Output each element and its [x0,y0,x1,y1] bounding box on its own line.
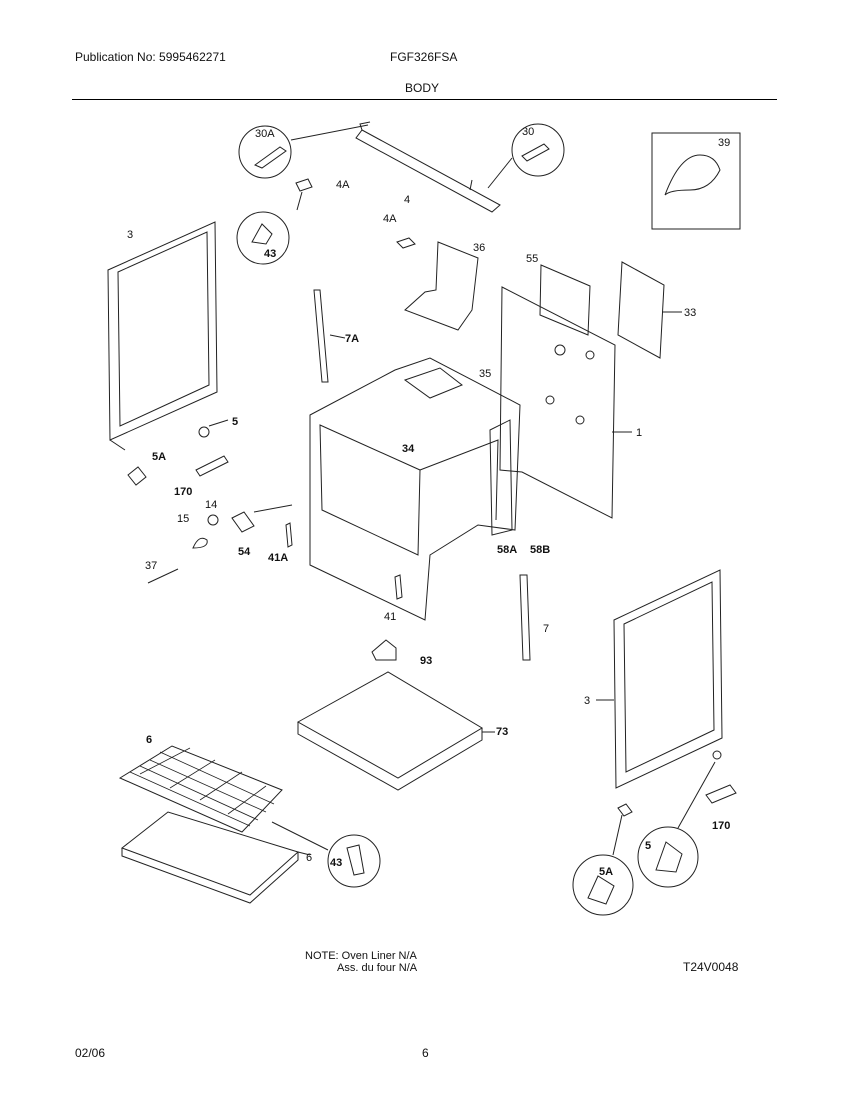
callout-43-top-circle [236,211,290,265]
label-170-right: 170 [712,820,730,832]
label-37: 37 [145,560,157,572]
label-15: 15 [177,513,189,525]
label-43-bottom: 43 [330,857,342,869]
hinge-7a [313,289,329,383]
label-41: 41 [384,611,396,623]
hinge-7 [519,574,531,661]
callout-30-circle [511,123,565,177]
section-title: BODY [405,81,440,95]
header-rule [72,99,777,100]
back-panel [499,286,616,519]
footer-date: 02/06 [75,1046,106,1060]
note-line-2: Ass. du four N/A [337,962,418,974]
label-30a: 30A [255,128,275,140]
label-6-top: 6 [146,734,152,746]
label-1: 1 [636,427,642,439]
part-36 [404,241,479,331]
callout-5-right-circle [637,826,699,888]
label-93: 93 [420,655,432,667]
callout-39-box [651,132,741,230]
publication-number: Publication No: 5995462271 [75,50,226,64]
part-93 [371,639,397,661]
label-30: 30 [522,126,534,138]
label-41a: 41A [268,552,288,564]
callout-30a-circle [238,125,292,179]
label-5a-left: 5A [152,451,166,463]
label-73: 73 [496,726,508,738]
label-7: 7 [543,623,549,635]
callout-5a-right-circle [572,854,634,916]
label-35: 35 [479,368,491,380]
label-33: 33 [684,307,696,319]
left-side-panel [107,221,218,441]
label-36: 36 [473,242,485,254]
label-3-left: 3 [127,229,133,241]
top-bracket [355,129,501,213]
diagram-code: T24V0048 [683,960,739,974]
label-4a-mid: 4A [383,213,397,225]
label-55: 55 [526,253,538,265]
part-33 [617,261,665,359]
label-43-top: 43 [264,248,276,260]
label-170-left: 170 [174,486,192,498]
oven-rack [118,745,283,833]
callout-43-bottom-circle [327,834,381,888]
label-54: 54 [238,546,251,558]
page-number: 6 [422,1046,429,1060]
label-34: 34 [402,443,415,455]
label-5a-right: 5A [599,866,613,878]
oven-body [309,357,521,621]
label-14: 14 [205,499,217,511]
label-7a: 7A [345,333,359,345]
label-5-left: 5 [232,416,238,428]
label-4a-top: 4A [336,179,350,191]
label-4: 4 [404,194,410,206]
label-3-right: 3 [584,695,590,707]
label-58a: 58A [497,544,517,556]
part-55 [539,264,591,336]
label-58b: 58B [530,544,550,556]
bottom-pan [296,671,483,779]
label-6-bottom: 6 [306,852,312,864]
note-line-1: NOTE: Oven Liner N/A [305,950,417,962]
broil-pan [120,811,299,896]
model-number: FGF326FSA [390,50,458,64]
label-39: 39 [718,137,730,149]
label-5-right: 5 [645,840,651,852]
right-side-panel [613,569,723,789]
